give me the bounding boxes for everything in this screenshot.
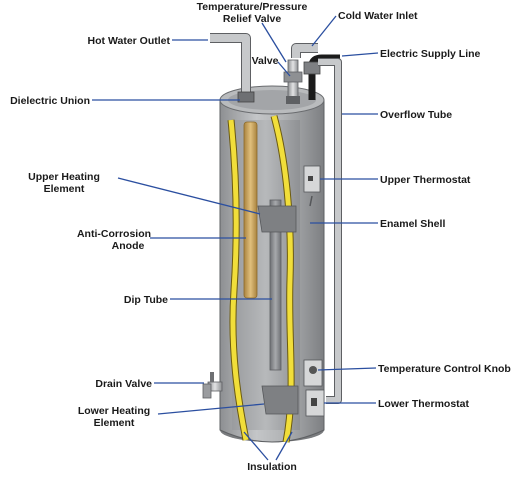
label-temperature-control-knob: Temperature Control Knob bbox=[378, 363, 511, 375]
label-temp-pressure-line2: Relief Valve bbox=[223, 13, 282, 25]
leader-insulation-left bbox=[243, 431, 269, 461]
label-anode-line2: Anode bbox=[112, 240, 145, 252]
relief-valve-base bbox=[286, 96, 300, 104]
label-overflow-tube: Overflow Tube bbox=[380, 109, 452, 121]
label-dielectric-union: Dielectric Union bbox=[10, 95, 90, 107]
overflow-tube-pipe bbox=[318, 59, 341, 403]
label-enamel-shell: Enamel Shell bbox=[380, 218, 445, 230]
labels: Temperature/Pressure Relief Valve Cold W… bbox=[10, 1, 511, 473]
label-upper-thermostat: Upper Thermostat bbox=[380, 174, 471, 186]
label-lower-heating-line2: Element bbox=[94, 417, 135, 429]
tank bbox=[219, 85, 325, 443]
label-lower-thermostat: Lower Thermostat bbox=[378, 398, 470, 410]
leader-lower-heating-element bbox=[157, 403, 265, 415]
upper-heating-element bbox=[257, 205, 297, 233]
leader-temperature-control bbox=[317, 367, 377, 371]
label-valve: Valve bbox=[252, 55, 279, 67]
label-upper-heating-line2: Element bbox=[44, 183, 85, 195]
dip-tube-pipe bbox=[269, 199, 282, 371]
leader-cold-water-inlet bbox=[311, 15, 337, 47]
insulation-left bbox=[228, 119, 249, 441]
lower-heating-element bbox=[261, 385, 299, 415]
electric-junction-box bbox=[303, 61, 321, 75]
upper-thermostat-wire bbox=[309, 195, 313, 207]
label-lower-heating-line1: Lower Heating bbox=[78, 405, 150, 417]
label-temp-pressure-line1: Temperature/Pressure bbox=[197, 1, 308, 13]
hot-water-outlet-pipe bbox=[210, 34, 250, 100]
leader-lines bbox=[92, 15, 379, 461]
relief-valve-body bbox=[283, 71, 303, 83]
label-hot-water-outlet: Hot Water Outlet bbox=[88, 35, 171, 47]
leader-valve bbox=[277, 61, 291, 77]
label-electric-supply-line: Electric Supply Line bbox=[380, 48, 481, 60]
leader-upper-heating-element bbox=[117, 177, 261, 215]
label-dip-tube: Dip Tube bbox=[124, 294, 168, 306]
label-drain-valve: Drain Valve bbox=[95, 378, 152, 390]
lower-thermostat-dial bbox=[311, 398, 317, 406]
leader-relief-valve bbox=[261, 22, 287, 63]
label-cold-water-inlet: Cold Water Inlet bbox=[338, 10, 418, 22]
leader-electric-supply bbox=[341, 52, 379, 57]
upper-thermostat-dial bbox=[308, 176, 313, 181]
label-insulation: Insulation bbox=[247, 461, 297, 473]
label-upper-heating-line1: Upper Heating bbox=[28, 171, 100, 183]
dielectric-union-fitting bbox=[237, 91, 255, 103]
top-pipes bbox=[210, 33, 342, 404]
label-anode-line1: Anti-Corrosion bbox=[77, 228, 151, 240]
temperature-control-knob bbox=[309, 366, 317, 374]
cold-water-inlet-pipe bbox=[292, 44, 318, 58]
drain-valve bbox=[202, 372, 223, 399]
leader-insulation-right bbox=[275, 431, 293, 461]
